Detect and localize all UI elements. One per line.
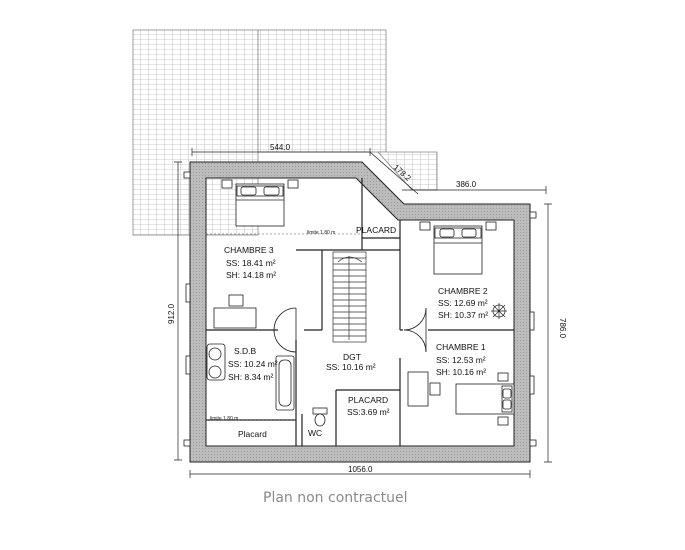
chambre1-sh: SH: 10.16 m²: [436, 367, 486, 377]
wall-joints: [183, 171, 537, 447]
limite-bottom-note: limite 1.80 m: [210, 416, 238, 422]
placard-bottom-name: Placard: [238, 429, 267, 439]
sdb-ss: SS: 10.24 m²: [228, 359, 278, 369]
chambre1-ss: SS: 12.53 m²: [436, 355, 486, 365]
desk-chambre1: [407, 371, 441, 407]
chambre3-name: CHAMBRE 3: [224, 245, 274, 255]
sdb-sh: SH: 8.34 m²: [228, 372, 274, 382]
chambre2-ss: SS: 12.69 m²: [438, 298, 488, 308]
placard-mid-name: PLACARD: [348, 395, 388, 405]
dim-top: 544.0: [270, 143, 291, 152]
dim-right-width: 386.0: [456, 180, 477, 189]
chambre2-name: CHAMBRE 2: [438, 286, 488, 296]
sdb-name: S.D.B: [234, 346, 257, 356]
bed-chambre1: [455, 372, 515, 426]
bed-chambre3: [221, 179, 299, 227]
plant-icon: [491, 303, 507, 319]
dimension-lines: [174, 148, 552, 478]
chambre1-name: CHAMBRE 1: [436, 342, 486, 352]
exterior-walls: [189, 161, 531, 463]
doors: [273, 307, 427, 353]
room-labels: CHAMBRE 3 SS: 18.41 m² SH: 14.18 m² PLAC…: [210, 225, 488, 439]
chambre2-sh: SH: 10.37 m²: [438, 310, 488, 320]
dgt-name: DGT: [343, 352, 361, 362]
dim-bottom: 1056.0: [348, 465, 373, 474]
staircase: [332, 251, 367, 343]
dim-left-height: 912.0: [167, 303, 176, 324]
limite-top-note: limite 1.80 m: [307, 230, 335, 236]
chambre3-ss: SS: 18.41 m²: [226, 258, 276, 268]
dim-right-height: 786.0: [558, 318, 567, 339]
chambre3-sh: SH: 14.18 m²: [226, 270, 276, 280]
limit-lines: [206, 233, 362, 421]
wc-name: WC: [308, 428, 322, 438]
desk-chambre3: [213, 294, 257, 329]
placard-top-name: PLACARD: [356, 225, 396, 235]
toilet-icon: [312, 407, 328, 427]
interior-walls: [206, 178, 514, 446]
caption: Plan non contractuel: [263, 490, 408, 506]
placard-mid-ss: SS:3.69 m²: [347, 407, 390, 417]
bed-chambre2: [419, 221, 497, 275]
bathroom-fixtures: [206, 343, 295, 411]
dgt-ss: SS: 10.16 m²: [326, 362, 376, 372]
